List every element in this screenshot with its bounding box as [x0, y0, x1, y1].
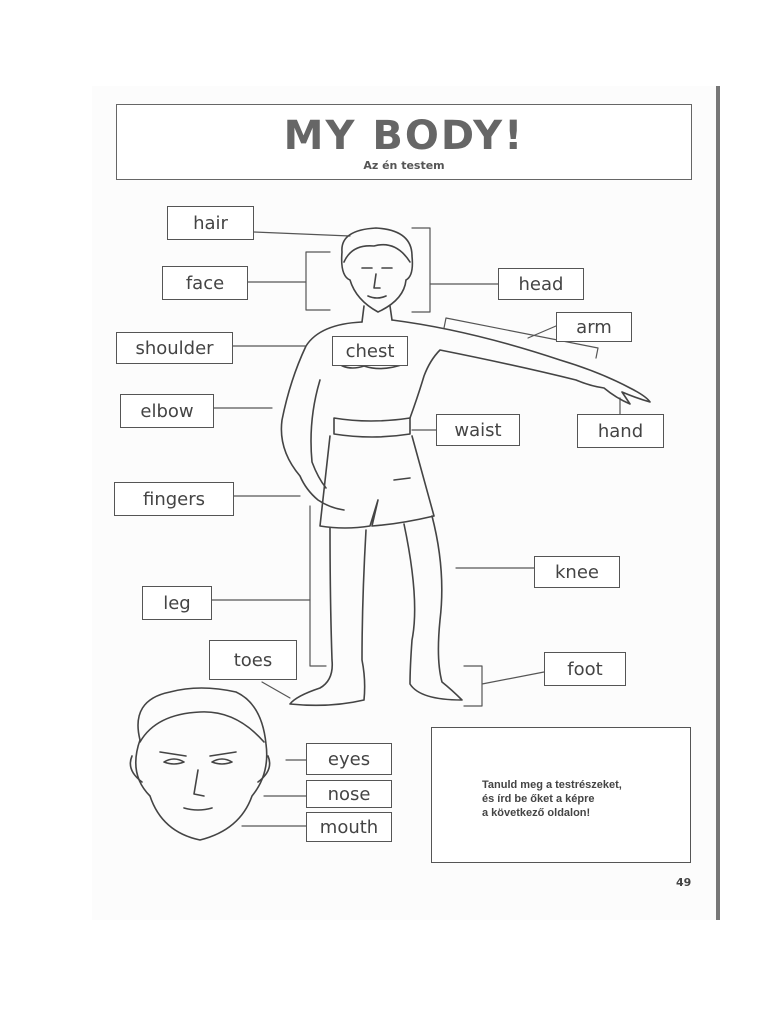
man-figure — [280, 227, 651, 707]
instruction-box: Tanuld meg a testrészeket, és írd be őke… — [431, 727, 691, 863]
label-chest: chest — [332, 336, 408, 366]
instruction-line-1: Tanuld meg a testrészeket, — [482, 779, 622, 791]
label-mouth: mouth — [306, 812, 392, 842]
page-title: MY BODY! — [283, 113, 525, 159]
instruction-line-3: a következő oldalon! — [482, 807, 591, 819]
label-elbow: elbow — [120, 394, 214, 428]
label-leg: leg — [142, 586, 212, 620]
label-foot: foot — [544, 652, 626, 686]
label-head: head — [498, 268, 584, 300]
label-waist: waist — [436, 414, 520, 446]
label-nose: nose — [306, 780, 392, 808]
label-face: face — [162, 266, 248, 300]
label-arm: arm — [556, 312, 632, 342]
face-portrait — [129, 687, 271, 841]
page-number: 49 — [676, 876, 692, 889]
label-knee: knee — [534, 556, 620, 588]
label-eyes: eyes — [306, 743, 392, 775]
label-hair: hair — [167, 206, 254, 240]
instruction-line-2: és írd be őket a képre — [482, 793, 595, 805]
label-hand: hand — [577, 414, 664, 448]
label-shoulder: shoulder — [116, 332, 233, 364]
page-subtitle: Az én testem — [363, 159, 445, 172]
connector-lines — [211, 227, 621, 827]
label-fingers: fingers — [114, 482, 234, 516]
label-toes: toes — [209, 640, 297, 680]
instruction-text: Tanuld meg a testrészeket, és írd be őke… — [482, 778, 622, 820]
title-box: MY BODY! Az én testem — [116, 104, 692, 180]
